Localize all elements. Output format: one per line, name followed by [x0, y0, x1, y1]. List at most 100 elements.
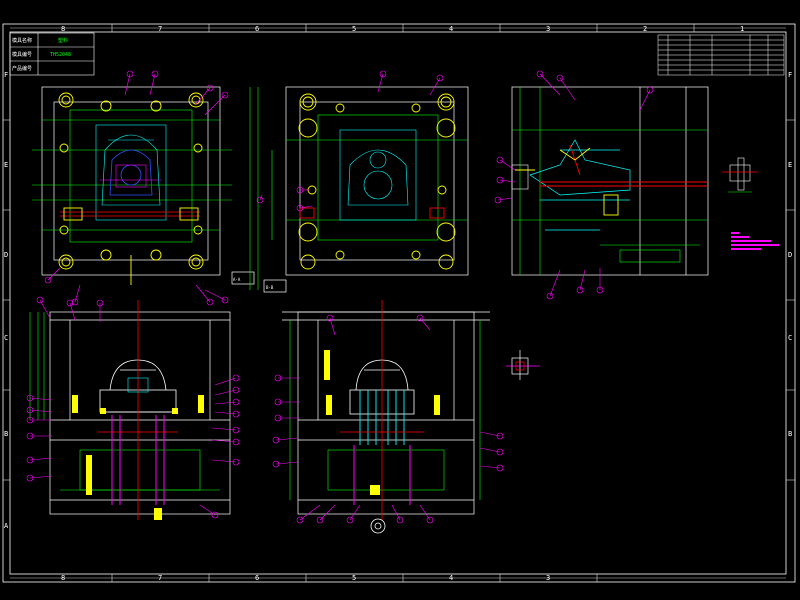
callout-leader	[149, 73, 156, 96]
callout-balloon	[296, 516, 304, 524]
callout-balloon	[211, 511, 219, 519]
callout-leader	[29, 397, 53, 401]
zone-row-right: B	[788, 430, 792, 438]
zone-col-top: 4	[449, 25, 453, 33]
view-label-a: A-A	[233, 277, 241, 282]
zone-row-right: D	[788, 251, 792, 259]
zone-row-left: D	[4, 251, 8, 259]
callout-balloon	[426, 516, 434, 524]
callout-leader	[419, 504, 431, 521]
zone-col-top: 1	[740, 25, 744, 33]
callout-leader	[419, 317, 431, 331]
callout-balloon	[36, 296, 44, 304]
callout-leader	[214, 401, 237, 405]
callout-balloon	[296, 204, 304, 212]
callout-balloon	[316, 516, 324, 524]
callout-leader	[29, 475, 53, 479]
zone-col-top: 8	[61, 25, 65, 33]
callout-balloon	[346, 516, 354, 524]
zone-col-top: 5	[352, 25, 356, 33]
callout-leader	[29, 409, 53, 413]
callout-leader	[329, 317, 336, 336]
callout-balloons	[26, 70, 654, 524]
callout-balloon	[71, 298, 79, 306]
callout-leader	[639, 89, 651, 111]
zone-labels-top: 8 7 6 5 4 3 2 1	[61, 25, 744, 33]
callout-leader	[211, 427, 237, 431]
callout-leader	[275, 461, 299, 465]
view-front-section-2	[282, 300, 490, 534]
zone-col-bottom: 7	[158, 574, 162, 582]
zone-col-bottom: 6	[255, 574, 259, 582]
callout-leader	[29, 457, 53, 461]
zone-labels-left: F E D C B A	[4, 71, 9, 530]
zone-col-bottom: 8	[61, 574, 65, 582]
callout-balloon	[232, 386, 240, 394]
callout-leader	[479, 431, 501, 437]
zone-ticks	[3, 24, 795, 582]
callout-balloon	[576, 286, 584, 294]
callout-balloon	[221, 91, 229, 99]
callout-leader	[47, 267, 61, 281]
callout-balloon	[546, 292, 554, 300]
callout-leader	[211, 439, 237, 443]
view-label-b: B-B	[266, 285, 274, 290]
callout-leader	[549, 269, 561, 297]
callout-leader	[39, 299, 51, 319]
callout-leader	[479, 465, 501, 469]
callout-balloon	[151, 70, 159, 78]
callout-leader	[194, 87, 211, 106]
callout-leader	[319, 504, 336, 521]
callout-balloon	[496, 156, 504, 164]
callout-balloon	[436, 74, 444, 82]
callout-leader	[559, 77, 576, 101]
zone-row-right: C	[788, 334, 792, 342]
callout-leader	[195, 284, 211, 303]
view-side-section	[511, 86, 709, 276]
zone-col-bottom: 5	[352, 574, 356, 582]
small-part-sketch	[506, 350, 540, 380]
callout-leader	[204, 289, 226, 301]
callout-balloon	[206, 84, 214, 92]
zone-labels-right: F E D C B	[788, 71, 792, 438]
callout-leader	[69, 302, 76, 321]
callout-leader	[479, 447, 501, 453]
zone-col-bottom: 4	[449, 574, 453, 582]
callout-leader	[429, 77, 441, 96]
callout-balloon	[232, 374, 240, 382]
detail-right	[722, 157, 779, 250]
callout-leader	[214, 389, 237, 396]
callout-balloon	[206, 298, 214, 306]
callout-balloon	[126, 70, 134, 78]
zone-col-top: 2	[643, 25, 647, 33]
zone-row-left: E	[4, 161, 8, 169]
zone-row-right: F	[788, 71, 792, 79]
title-label-mold-name: 模具名称	[12, 37, 32, 44]
zone-row-left: A	[4, 522, 9, 530]
callout-leader	[497, 197, 513, 201]
view-front-section	[29, 300, 231, 520]
callout-leader	[579, 269, 586, 291]
callout-balloon	[66, 299, 74, 307]
zone-col-top: 6	[255, 25, 259, 33]
zone-row-left: B	[4, 430, 8, 438]
callout-leader	[74, 284, 81, 303]
callout-balloon	[256, 196, 264, 204]
callout-balloon	[496, 432, 504, 440]
callout-leader	[499, 159, 516, 171]
callout-balloon	[556, 74, 564, 82]
callout-leader	[349, 504, 361, 521]
callout-balloon	[496, 448, 504, 456]
zone-row-left: C	[4, 334, 8, 342]
view-cavity-plan: A-A B-B	[231, 86, 469, 293]
callout-leader	[539, 73, 561, 96]
zone-col-top: 3	[546, 25, 550, 33]
callout-leader	[377, 73, 384, 93]
callout-balloon	[221, 296, 229, 304]
view-core-plan	[32, 86, 232, 285]
callout-leader	[275, 437, 299, 441]
title-label-product-number: 产品编号	[12, 65, 32, 72]
callout-leader	[391, 504, 401, 521]
callout-balloon	[326, 314, 334, 322]
